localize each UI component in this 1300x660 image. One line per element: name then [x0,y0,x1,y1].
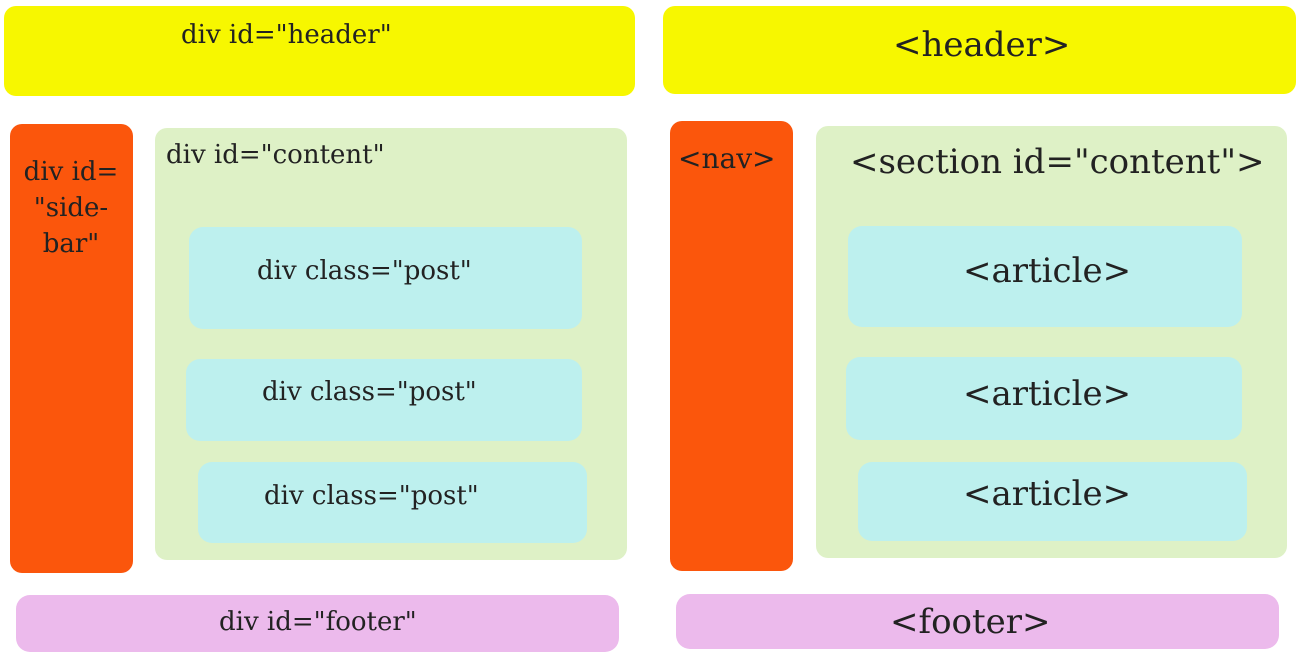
left-post-label: div class="post" [264,481,479,511]
right-header-block [663,6,1296,94]
right-article-label: <article> [963,474,1132,514]
left-sidebar-block [10,124,133,573]
right-footer-block [676,594,1279,649]
left-sidebar-label-line: bar" [42,229,100,259]
left-post-label: div class="post" [262,377,477,407]
right-footer-label: <footer> [890,602,1051,642]
left-footer-label: div id="footer" [219,607,417,637]
right-nav-label: <nav> [678,142,776,175]
left-post-block [198,462,587,543]
left-post-block [189,227,582,329]
right-article-label: <article> [963,251,1132,291]
left-header-label: div id="header" [181,20,392,50]
left-sidebar-label: div id= "side- bar" [16,154,126,262]
right-article-block [858,462,1247,541]
right-article-block [848,226,1242,327]
right-article-label: <article> [963,374,1132,414]
left-post-block [186,359,582,441]
right-header-label: <header> [893,25,1071,65]
left-footer-block [16,595,619,652]
right-nav-block [670,121,793,571]
left-sidebar-label-line: div id= [23,157,119,187]
left-header-block [4,6,635,96]
left-sidebar-label-line: "side- [33,193,109,223]
left-post-label: div class="post" [257,256,472,286]
right-section-label: <section id="content"> [850,142,1265,182]
right-article-block [846,357,1242,440]
left-content-label: div id="content" [166,140,385,170]
